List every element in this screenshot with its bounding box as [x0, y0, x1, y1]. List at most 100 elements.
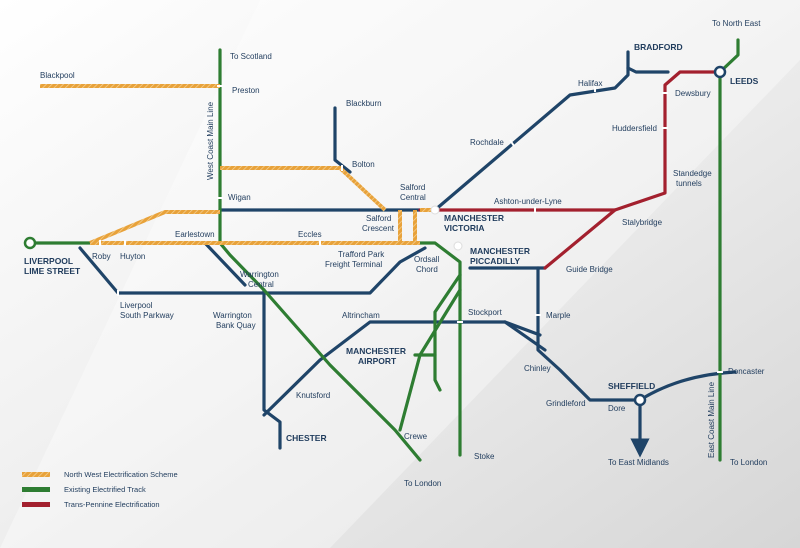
- station-dewsbury[interactable]: Dewsbury: [675, 89, 711, 98]
- dest-scotland: To Scotland: [230, 52, 272, 61]
- line-hope-valley: [536, 266, 642, 402]
- station-altrincham[interactable]: Altrincham: [342, 311, 380, 320]
- station-liverpool-1[interactable]: LIVERPOOL: [24, 256, 73, 266]
- station-doncaster[interactable]: Doncaster: [728, 367, 765, 376]
- nw-electrification: [40, 84, 432, 245]
- station-mcr-piccadilly-2[interactable]: PICCADILLY: [470, 256, 521, 266]
- legend-swatch-trans-pennine: [22, 502, 50, 507]
- station-sheffield[interactable]: SHEFFIELD: [608, 381, 655, 391]
- station-ticks: [99, 85, 723, 373]
- dest-london-stoke: To London: [730, 458, 767, 467]
- station-marker-piccadilly[interactable]: [453, 241, 463, 251]
- station-stalybridge[interactable]: Stalybridge: [622, 218, 663, 227]
- line-earlestown-warrington: [203, 241, 247, 287]
- line-tpe-guide-bridge: [543, 208, 617, 270]
- station-earlestown[interactable]: Earlestown: [175, 230, 215, 239]
- station-stoke[interactable]: Stoke: [474, 452, 495, 461]
- station-eccles[interactable]: Eccles: [298, 230, 322, 239]
- station-trafford-2[interactable]: Freight Terminal: [325, 260, 382, 269]
- line-stockport-crewe: [398, 288, 462, 432]
- station-dore[interactable]: Dore: [608, 404, 626, 413]
- station-ashton[interactable]: Ashton-under-Lyne: [494, 197, 562, 206]
- station-leeds[interactable]: LEEDS: [730, 76, 759, 86]
- line-blackburn-bolton: [333, 106, 352, 174]
- station-ordsall-1[interactable]: Ordsall: [414, 255, 440, 264]
- line-piccadilly-airport: [433, 273, 462, 392]
- station-warrington-central-2[interactable]: Central: [248, 280, 274, 289]
- station-warrington-bq-1[interactable]: Warrington: [213, 311, 252, 320]
- line-preston-manchester: [220, 166, 387, 212]
- station-salford-central-1[interactable]: Salford: [400, 183, 425, 192]
- line-salford-loop: [398, 210, 417, 243]
- station-warrington-bq-2[interactable]: Bank Quay: [216, 321, 256, 330]
- station-chester[interactable]: CHESTER: [286, 433, 327, 443]
- station-blackburn[interactable]: Blackburn: [346, 99, 382, 108]
- line-label-ecml: East Coast Main Line: [707, 381, 716, 458]
- station-stockport[interactable]: Stockport: [468, 308, 503, 317]
- trans-pennine-route: [418, 70, 722, 270]
- line-cheshire-lines: [78, 246, 427, 295]
- dest-london-cheshire: To London: [404, 479, 441, 488]
- station-marker-leeds[interactable]: [713, 65, 727, 79]
- station-rochdale[interactable]: Rochdale: [470, 138, 504, 147]
- station-standedge-2[interactable]: tunnels: [676, 179, 702, 188]
- station-warrington-central-1[interactable]: Warrington: [240, 270, 279, 279]
- station-marker-sheffield[interactable]: [633, 393, 647, 407]
- station-standedge-1[interactable]: Standedge: [673, 169, 712, 178]
- station-ordsall-2[interactable]: Chord: [416, 265, 438, 274]
- line-tpe-main: [418, 70, 722, 212]
- station-trafford-1[interactable]: Trafford Park: [338, 250, 385, 259]
- station-salford-crescent-2[interactable]: Crescent: [362, 224, 395, 233]
- line-stockport-marple: [503, 320, 547, 352]
- legend-swatch-electrified: [22, 487, 50, 492]
- station-chinley[interactable]: Chinley: [524, 364, 551, 373]
- station-huyton[interactable]: Huyton: [120, 252, 145, 261]
- station-bradford[interactable]: BRADFORD: [634, 42, 683, 52]
- station-huddersfield[interactable]: Huddersfield: [612, 124, 657, 133]
- station-mcr-airport-1[interactable]: MANCHESTER: [346, 346, 406, 356]
- station-marple[interactable]: Marple: [546, 311, 571, 320]
- station-wigan[interactable]: Wigan: [228, 193, 251, 202]
- station-labels: Blackpool Preston Blackburn Bolton Wigan…: [24, 42, 765, 461]
- station-knutsford[interactable]: Knutsford: [296, 391, 330, 400]
- station-guide-bridge[interactable]: Guide Bridge: [566, 265, 613, 274]
- station-liverpool-south-2[interactable]: South Parkway: [120, 311, 174, 320]
- tick-rochdale: [509, 139, 515, 147]
- station-roby[interactable]: Roby: [92, 252, 111, 261]
- station-blackpool[interactable]: Blackpool: [40, 71, 75, 80]
- station-mcr-victoria-2[interactable]: VICTORIA: [444, 223, 484, 233]
- line-label-wcml: West Coast Main Line: [206, 101, 215, 180]
- station-liverpool-2[interactable]: LIME STREET: [24, 266, 81, 276]
- line-leeds-north-east: [718, 38, 740, 74]
- station-liverpool-south-1[interactable]: Liverpool: [120, 301, 153, 310]
- line-mid-cheshire: [262, 288, 282, 450]
- station-crewe[interactable]: Crewe: [404, 432, 428, 441]
- station-marker-liverpool[interactable]: [23, 236, 37, 250]
- other-routes: [78, 50, 737, 458]
- station-salford-crescent-1[interactable]: Salford: [366, 214, 391, 223]
- station-mcr-victoria-1[interactable]: MANCHESTER: [444, 213, 504, 223]
- line-liverpool-wigan: [89, 210, 220, 245]
- station-markers: [23, 65, 727, 407]
- dest-east-midlands: To East Midlands: [608, 458, 669, 467]
- station-mcr-airport-2[interactable]: AIRPORT: [358, 356, 397, 366]
- legend-label-electrified: Existing Electrified Track: [64, 485, 146, 494]
- legend-swatch-electrification: [22, 472, 50, 477]
- station-grindleford[interactable]: Grindleford: [546, 399, 586, 408]
- line-bradford-leeds: [626, 66, 670, 74]
- legend-label-trans-pennine: Trans-Pennine Electrification: [64, 500, 160, 509]
- station-salford-central-2[interactable]: Central: [400, 193, 426, 202]
- legend-label-electrification: North West Electrification Scheme: [64, 470, 178, 479]
- station-mcr-piccadilly-1[interactable]: MANCHESTER: [470, 246, 530, 256]
- line-sheffield-doncaster: [638, 370, 737, 402]
- destinations: To Scotland To North East To London To L…: [230, 19, 767, 488]
- station-preston[interactable]: Preston: [232, 86, 260, 95]
- legend: North West Electrification Scheme Existi…: [22, 470, 178, 509]
- station-bolton[interactable]: Bolton: [352, 160, 375, 169]
- dest-north-east: To North East: [712, 19, 761, 28]
- station-halifax[interactable]: Halifax: [578, 79, 602, 88]
- station-marker-victoria[interactable]: [430, 205, 440, 215]
